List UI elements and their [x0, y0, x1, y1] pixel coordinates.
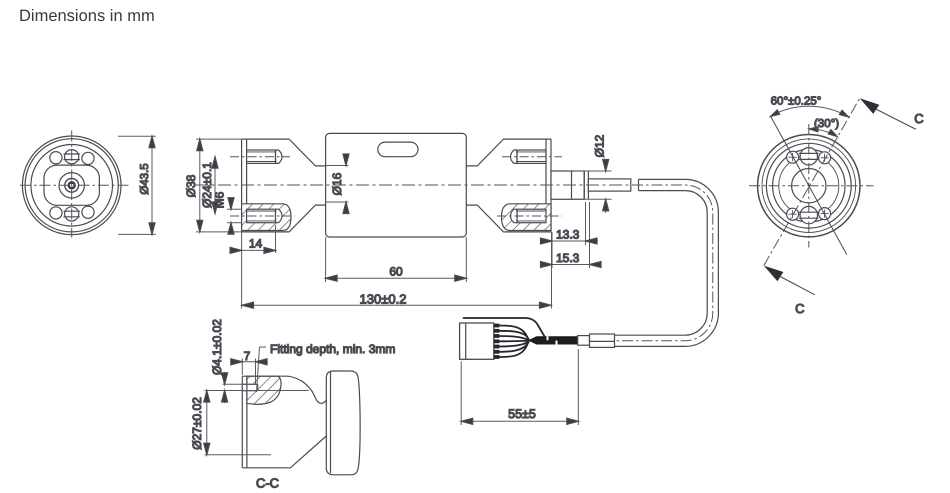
- svg-text:60: 60: [389, 264, 403, 278]
- svg-text:Ø16: Ø16: [330, 172, 344, 195]
- svg-text:14: 14: [249, 237, 263, 251]
- svg-text:130±0.2: 130±0.2: [360, 291, 407, 306]
- svg-text:Ø38: Ø38: [184, 174, 198, 197]
- svg-text:15.3: 15.3: [556, 251, 580, 265]
- svg-text:13.3: 13.3: [556, 227, 580, 241]
- svg-text:7: 7: [244, 349, 251, 363]
- svg-text:Ø24±0.1: Ø24±0.1: [200, 162, 214, 208]
- svg-text:55±5: 55±5: [508, 407, 536, 421]
- svg-text:60°±0.25°: 60°±0.25°: [771, 96, 822, 108]
- svg-text:Dimensions in mm: Dimensions in mm: [19, 7, 155, 25]
- svg-text:C: C: [914, 111, 923, 126]
- svg-text:Fitting depth, min. 3mm: Fitting depth, min. 3mm: [270, 342, 395, 356]
- svg-text:Ø4.1±0.02: Ø4.1±0.02: [210, 319, 224, 375]
- svg-text:Ø12: Ø12: [593, 134, 607, 157]
- svg-text:C-C: C-C: [256, 476, 279, 491]
- svg-text:Ø27±0.02: Ø27±0.02: [190, 397, 204, 450]
- svg-text:(30°): (30°): [814, 118, 839, 130]
- svg-text:M6: M6: [213, 191, 227, 208]
- svg-text:Ø43.5: Ø43.5: [139, 163, 151, 194]
- svg-text:C: C: [795, 301, 804, 316]
